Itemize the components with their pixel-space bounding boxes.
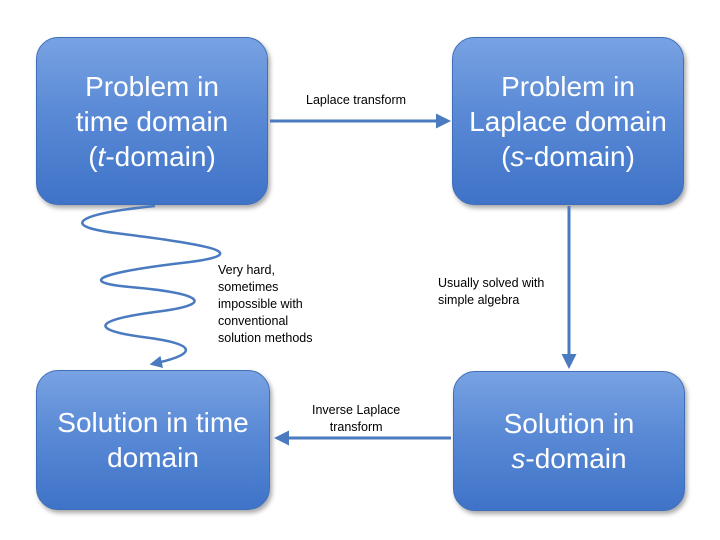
label-line: conventional xyxy=(218,314,289,328)
label-line: Usually solved with xyxy=(438,276,545,290)
label-line: transform xyxy=(329,420,383,434)
laplace-transform-label: Laplace transform xyxy=(306,93,407,107)
label-line: Inverse Laplace xyxy=(312,403,401,417)
variable-s: s xyxy=(510,140,525,172)
variable-t: t xyxy=(97,140,106,172)
domain-suffix: -domain xyxy=(525,443,627,474)
problem-laplace-domain-box: Problem in Laplace domain (s-domain) xyxy=(452,37,684,205)
label-line: solution methods xyxy=(218,331,313,345)
box-text-line: Problem in xyxy=(501,70,635,102)
paren-open: ( xyxy=(88,140,98,172)
box-text-line: time domain xyxy=(75,105,229,137)
box-text-line: Solution in time xyxy=(57,407,249,438)
domain-suffix: -domain) xyxy=(105,140,216,172)
box-text-line: Problem in xyxy=(85,70,219,102)
solution-time-domain-box: Solution in time domain xyxy=(36,370,270,510)
box-text-line: (s-domain) xyxy=(501,139,635,174)
inverse-laplace-label: Inverse Laplace transform xyxy=(312,402,400,436)
wavy-hard-path xyxy=(81,204,222,369)
box-text-line: s-domain xyxy=(511,441,626,476)
box-text-line: (t-domain) xyxy=(88,139,216,174)
variable-s: s xyxy=(511,443,526,474)
box-text-line: Solution in xyxy=(503,408,635,439)
solution-s-domain-box: Solution in s-domain xyxy=(453,371,685,511)
very-hard-label: Very hard, sometimes impossible with con… xyxy=(218,262,313,347)
label-line: impossible with xyxy=(218,297,303,311)
label-line: sometimes xyxy=(218,280,279,294)
simple-algebra-label: Usually solved with simple algebra xyxy=(438,275,544,309)
paren-open: ( xyxy=(501,140,511,172)
box-text-line: domain xyxy=(107,442,199,473)
problem-time-domain-box: Problem in time domain (t-domain) xyxy=(36,37,268,205)
label-line: simple algebra xyxy=(438,293,520,307)
box-text-line: Laplace domain xyxy=(469,105,667,137)
label-line: Very hard, xyxy=(218,263,275,277)
domain-suffix: -domain) xyxy=(524,140,635,172)
